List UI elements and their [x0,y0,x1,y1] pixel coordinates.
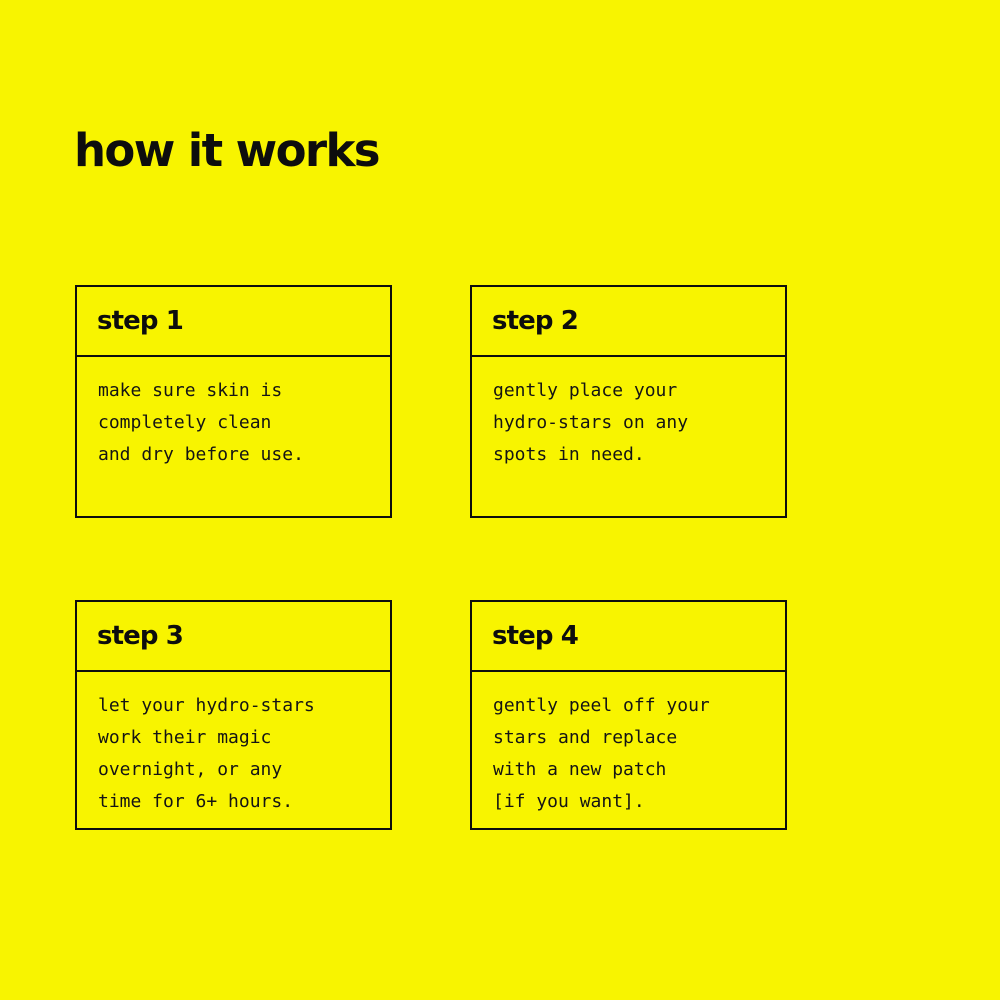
step-card-2-body: gently place your hydro-stars on any spo… [472,357,785,516]
step-card-1-title: step 1 [97,306,184,336]
step-card-1-body: make sure skin is completely clean and d… [77,357,390,516]
step-card-1-text: make sure skin is completely clean and d… [98,380,304,465]
step-card-2-text: gently place your hydro-stars on any spo… [493,380,689,465]
step-card-1: step 1 make sure skin is completely clea… [75,285,392,518]
steps-grid: step 1 make sure skin is completely clea… [75,285,787,830]
step-card-4-body: gently peel off your stars and replace w… [472,672,785,828]
step-card-2-title: step 2 [492,306,579,336]
step-card-4-header: step 4 [472,602,785,672]
step-card-4: step 4 gently peel off your stars and re… [470,600,787,830]
step-card-2: step 2 gently place your hydro-stars on … [470,285,787,518]
step-card-1-header: step 1 [77,287,390,357]
step-card-2-header: step 2 [472,287,785,357]
step-card-3-text: let your hydro-stars work their magic ov… [98,695,315,812]
step-card-3-header: step 3 [77,602,390,672]
step-card-3-body: let your hydro-stars work their magic ov… [77,672,390,828]
step-card-3-title: step 3 [97,621,184,651]
step-card-3: step 3 let your hydro-stars work their m… [75,600,392,830]
page-title: how it works [74,124,381,178]
step-card-4-text: gently peel off your stars and replace w… [493,695,710,812]
step-card-4-title: step 4 [492,621,579,651]
